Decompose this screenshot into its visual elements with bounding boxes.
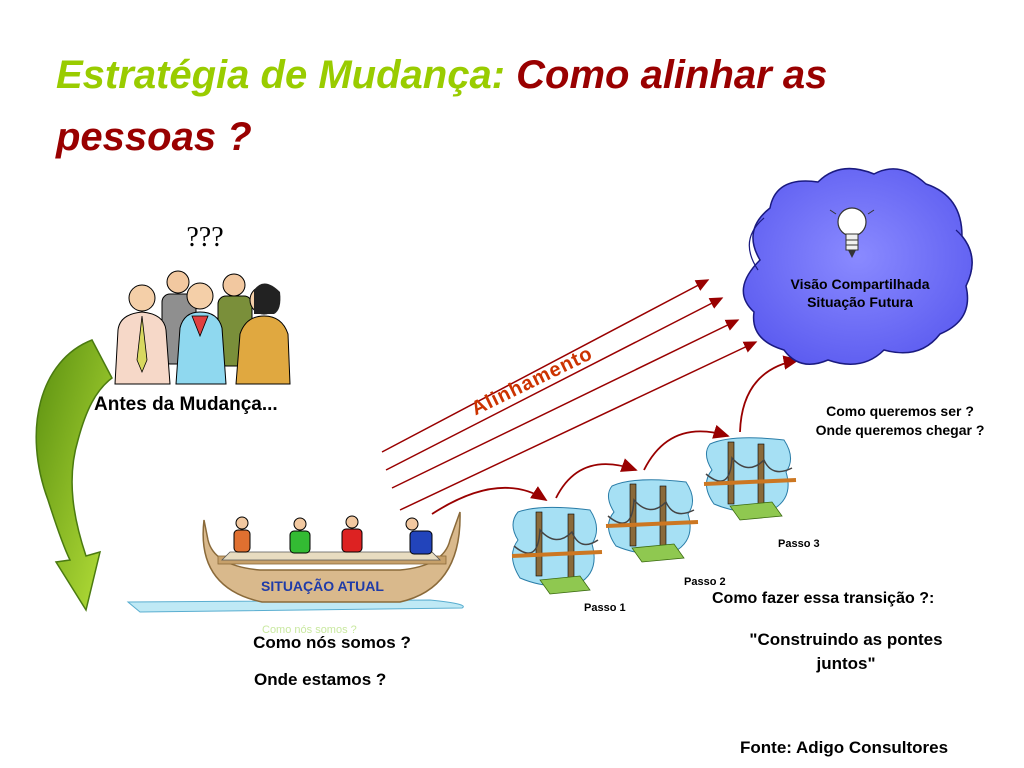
question-marks: ??? xyxy=(186,222,224,253)
shared-vision-line1: Visão Compartilhada xyxy=(790,276,930,292)
cloud-icon xyxy=(742,167,973,365)
future-question-line2: Onde queremos chegar ? xyxy=(815,422,985,438)
step1-label: Passo 1 xyxy=(584,602,626,614)
people-group-icon xyxy=(114,270,291,385)
page-title: Estratégia de Mudança: Como alinhar as p… xyxy=(56,44,956,168)
transition-answer: "Construindo as pontes juntos" xyxy=(749,630,943,673)
future-question: Como queremos ser ? Onde queremos chegar… xyxy=(795,402,1005,440)
source-credit: Fonte: Adigo Consultores xyxy=(740,738,949,757)
cycle-arrow-icon xyxy=(35,339,113,612)
current-question-line1: Como nós somos ? xyxy=(253,633,411,652)
bridge-icon-step3 xyxy=(703,437,797,521)
transition-question: Como fazer essa transição ?: xyxy=(712,590,935,607)
alignment-arrows xyxy=(381,279,758,511)
current-situation-label: SITUAÇÃO ATUAL xyxy=(261,578,384,594)
shared-vision-line2: Situação Futura xyxy=(807,294,913,310)
step2-label: Passo 2 xyxy=(684,576,726,588)
title-part1: Estratégia de Mudança: xyxy=(56,53,506,97)
title-part2: Como alinhar as pessoas ? xyxy=(56,53,828,159)
boat-icon xyxy=(126,511,464,613)
lightbulb-icon xyxy=(829,207,875,258)
before-change-caption: Antes da Mudança... xyxy=(94,394,278,415)
bridge-icon-step1 xyxy=(511,506,603,595)
step3-label: Passo 3 xyxy=(778,538,820,550)
current-question-line2: Onde estamos ? xyxy=(254,670,387,689)
step-arrows xyxy=(431,355,800,515)
future-question-line1: Como queremos ser ? xyxy=(826,403,974,419)
shared-vision-label: Visão Compartilhada Situação Futura xyxy=(760,275,960,311)
ghost-text: Como nós somos ? xyxy=(262,624,357,636)
bridge-icon-step2 xyxy=(605,479,699,563)
